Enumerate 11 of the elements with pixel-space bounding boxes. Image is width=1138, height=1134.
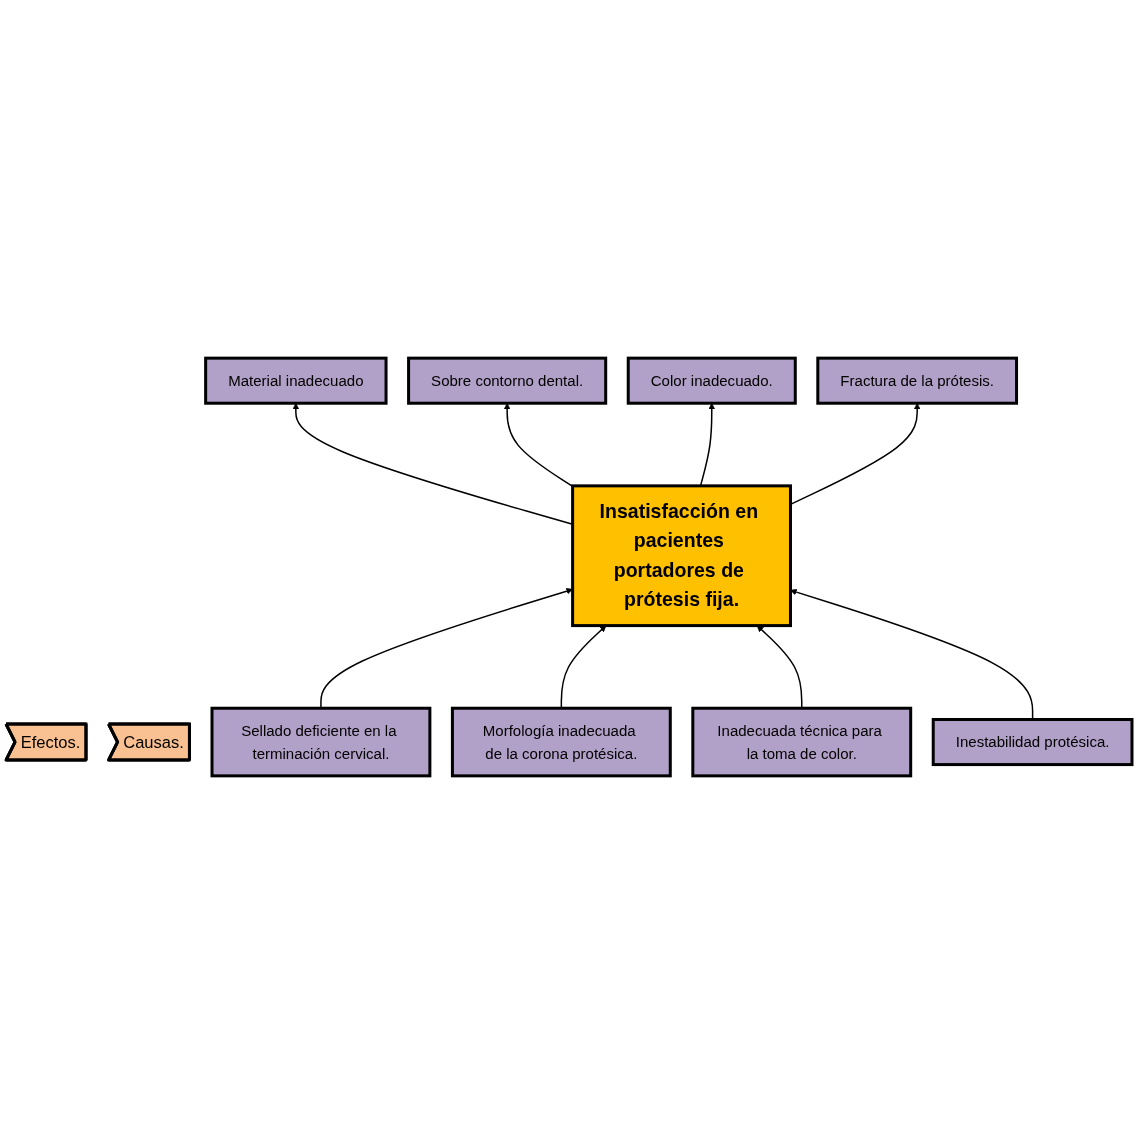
node-box: Material inadecuado [204, 356, 388, 405]
node-box: Insatisfacción en pacientes portadores de prótesis fija. [571, 484, 792, 628]
node-box: Inadecuada técnica para la toma de color. [691, 706, 913, 778]
node-box: Sobre contorno dental. [407, 356, 608, 405]
node-box: Fractura de la prótesis. [816, 356, 1019, 405]
node-box: Inestabilidad protésica. [931, 718, 1134, 767]
node-box: Color inadecuado. [626, 356, 797, 405]
node-box: Morfología inadecuada de la corona protésica. [450, 706, 672, 778]
arrow [756, 625, 803, 709]
arrow [560, 625, 607, 709]
node-box: Sellado deficiente en la terminación cervical. [210, 706, 432, 778]
